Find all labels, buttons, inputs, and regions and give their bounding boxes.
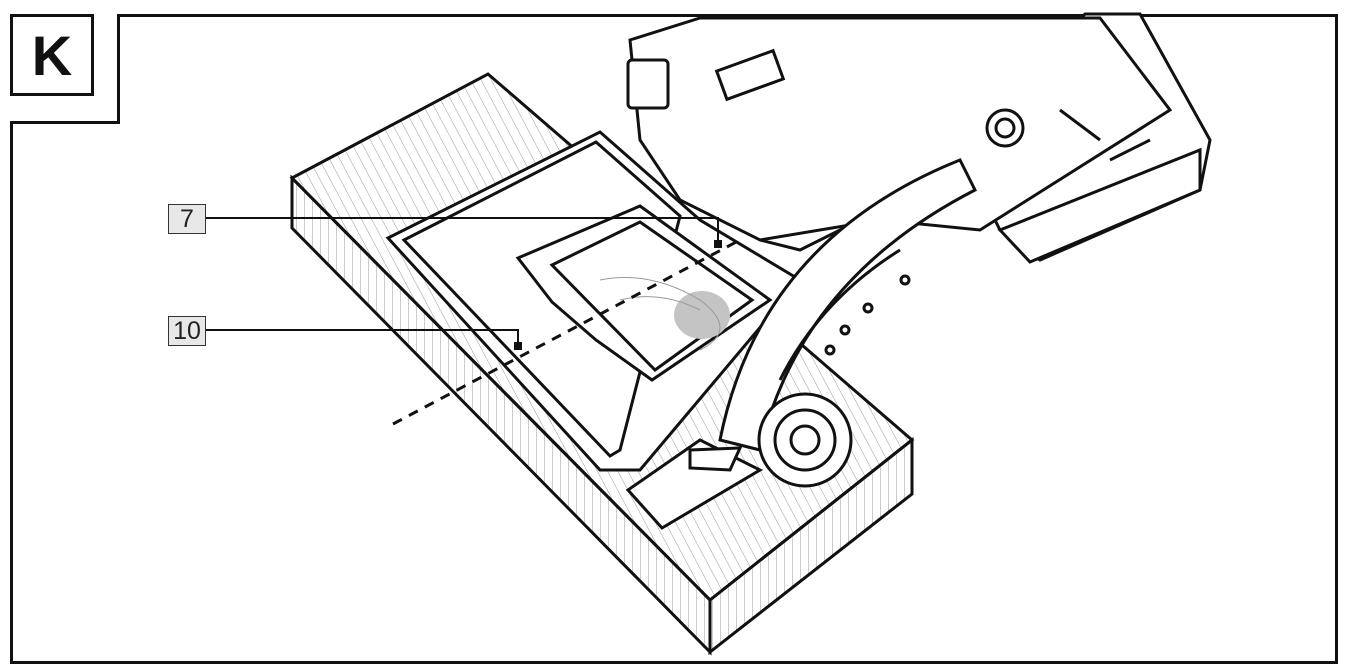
panel-letter: K xyxy=(31,23,73,87)
front-slider xyxy=(625,438,764,530)
blade-window xyxy=(515,204,773,382)
panel-letter-badge: K xyxy=(10,14,94,96)
alignment-line xyxy=(392,238,741,426)
callout-10: 10 xyxy=(168,316,206,346)
depth-adjust-arc xyxy=(718,158,978,452)
callout-10-marker xyxy=(514,342,522,350)
callout-7: 7 xyxy=(168,204,206,234)
depth-knob xyxy=(757,392,853,488)
planer-body xyxy=(626,12,1212,264)
callout-7-marker xyxy=(714,240,722,248)
callout-leaders xyxy=(206,217,719,346)
callout-10-label: 10 xyxy=(173,316,201,345)
callout-7-label: 7 xyxy=(180,204,194,233)
